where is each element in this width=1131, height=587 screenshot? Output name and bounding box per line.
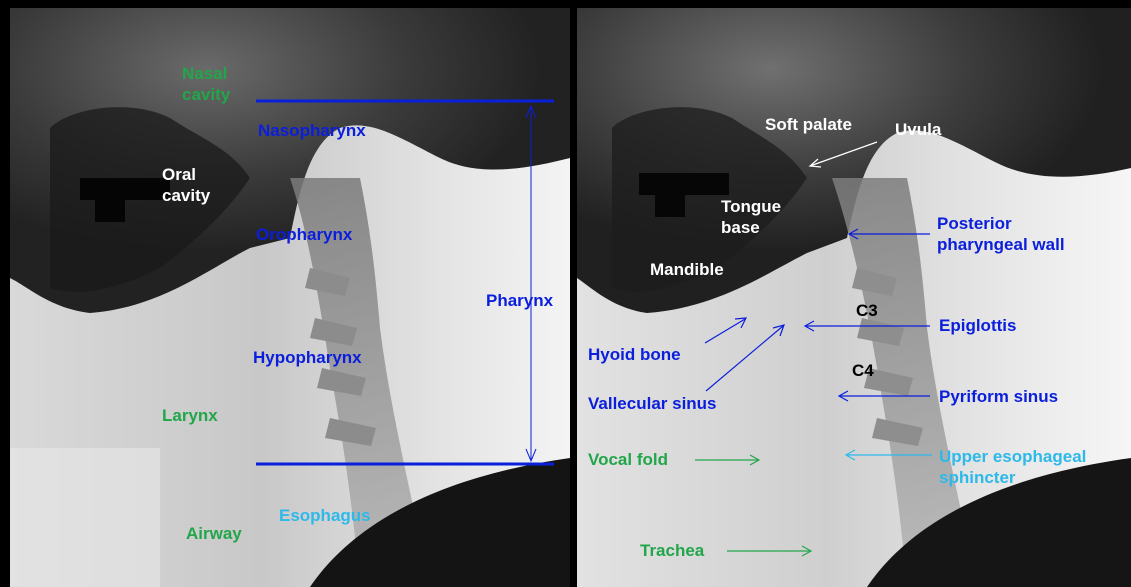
label-hyoid-bone: Hyoid bone <box>588 344 681 365</box>
label-oropharynx: Oropharynx <box>256 224 352 245</box>
label-vocal-fold: Vocal fold <box>588 449 668 470</box>
label-uvula: Uvula <box>895 119 941 140</box>
label-soft-palate: Soft palate <box>765 114 852 135</box>
label-c3: C3 <box>856 300 878 321</box>
label-airway: Airway <box>186 523 242 544</box>
label-trachea: Trachea <box>640 540 704 561</box>
right-xray-panel: Soft palate Uvula Tongue base Mandible P… <box>577 8 1131 587</box>
label-pyriform-sinus: Pyriform sinus <box>939 386 1058 407</box>
label-posterior-pharyngeal-wall: Posterior pharyngeal wall <box>937 213 1065 255</box>
label-c4: C4 <box>852 360 874 381</box>
label-pharynx: Pharynx <box>486 290 553 311</box>
label-hypopharynx: Hypopharynx <box>253 347 362 368</box>
label-nasal-cavity: Nasal cavity <box>182 63 230 105</box>
label-mandible: Mandible <box>650 259 724 280</box>
left-xray-panel: Nasal cavity Nasopharynx Oral cavity Oro… <box>10 8 570 587</box>
label-epiglottis: Epiglottis <box>939 315 1016 336</box>
right-xray-image <box>577 8 1131 587</box>
label-tongue-base: Tongue base <box>721 196 781 238</box>
label-larynx: Larynx <box>162 405 218 426</box>
label-vallecular-sinus: Vallecular sinus <box>588 393 717 414</box>
label-upper-esophageal-sphincter: Upper esophageal sphincter <box>939 446 1086 488</box>
label-oral-cavity: Oral cavity <box>162 164 210 206</box>
label-esophagus: Esophagus <box>279 505 371 526</box>
label-nasopharynx: Nasopharynx <box>258 120 366 141</box>
